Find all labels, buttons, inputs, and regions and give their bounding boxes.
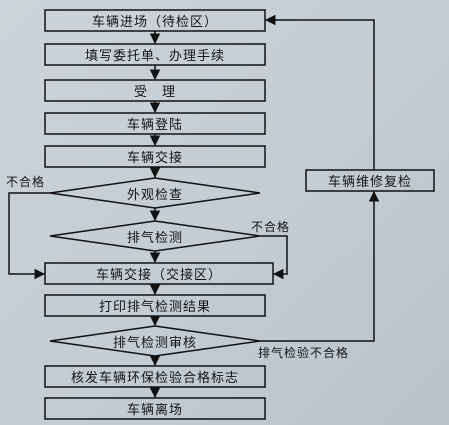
arrow-audit-fail: [260, 190, 380, 342]
diamond-appearance-check: [49, 177, 261, 209]
diamond-emission-audit: [49, 325, 261, 357]
arrow-emission-fail: [260, 235, 288, 280]
box-vehicle-handover: [44, 145, 266, 168]
box-accept: [44, 79, 266, 102]
box-handover-area: [44, 262, 274, 285]
arrow-repair-to-entry: [264, 14, 375, 170]
box-vehicle-exit: [44, 397, 266, 420]
diamond-emission-test: [49, 220, 261, 252]
box-vehicle-entry: [44, 9, 266, 32]
arrow-appearance-fail: [8, 192, 50, 280]
box-repair-recheck: [305, 169, 435, 192]
box-fill-form: [44, 43, 266, 66]
box-print-result: [44, 294, 266, 317]
edge-label-emission-fail: 不合格: [251, 220, 291, 234]
box-issue-label: [44, 365, 266, 388]
edge-label-appearance-fail: 不合格: [6, 175, 46, 189]
edge-label-audit-fail: 排气检验不合格: [258, 346, 350, 360]
box-vehicle-register: [44, 112, 266, 135]
